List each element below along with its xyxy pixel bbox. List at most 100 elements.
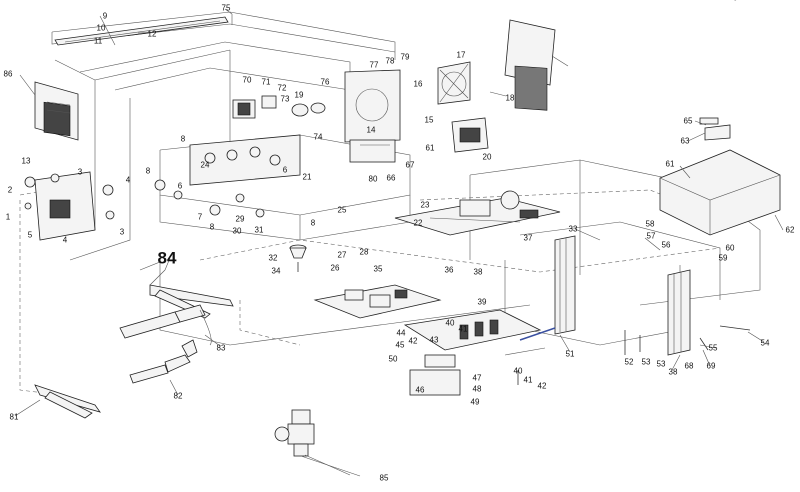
callout-label: 67 bbox=[406, 161, 415, 170]
top-rail bbox=[54, 16, 229, 46]
callout-label: 13 bbox=[22, 157, 31, 166]
callout-label: 75 bbox=[222, 4, 231, 13]
leader-lines bbox=[14, 8, 784, 476]
electrode-holder bbox=[119, 304, 212, 346]
callout-label: 24 bbox=[201, 161, 210, 170]
callout-label: 5 bbox=[28, 231, 33, 240]
callout-label: 81 bbox=[10, 413, 19, 422]
callout-label: 46 bbox=[416, 386, 425, 395]
callout-label: 30 bbox=[233, 227, 242, 236]
callout-label: 38 bbox=[669, 368, 678, 377]
callout-label: 42 bbox=[538, 382, 547, 391]
callout-label: 66 bbox=[387, 174, 396, 183]
right-end-panel bbox=[504, 19, 556, 111]
callout-label: 4 bbox=[63, 236, 68, 245]
cooling-fan bbox=[437, 61, 471, 105]
callout-label: 69 bbox=[707, 362, 716, 371]
callout-label: 62 bbox=[786, 226, 795, 235]
callout-label: 32 bbox=[269, 254, 278, 263]
callout-label: 63 bbox=[681, 137, 690, 146]
callout-label: 47 bbox=[473, 374, 482, 383]
callout-label: 44 bbox=[397, 329, 406, 338]
callout-label: 40 bbox=[514, 367, 523, 376]
chassis-frame bbox=[19, 11, 761, 396]
callout-label: 61 bbox=[666, 160, 675, 169]
callout-label: 28 bbox=[360, 248, 369, 257]
callout-label: 49 bbox=[471, 398, 480, 407]
callout-label: 6 bbox=[178, 182, 183, 191]
callout-label: 23 bbox=[421, 201, 430, 210]
callout-label: 26 bbox=[331, 264, 340, 273]
callout-label: 21 bbox=[303, 173, 312, 182]
callout-label: 19 bbox=[295, 91, 304, 100]
callout-label: 71 bbox=[262, 78, 271, 87]
callout-label: 35 bbox=[374, 265, 383, 274]
callout-label: 16 bbox=[414, 80, 423, 89]
callout-label: 1 bbox=[6, 213, 11, 222]
heatsink-left bbox=[554, 235, 576, 335]
callout-label: 72 bbox=[278, 84, 287, 93]
tig-torch bbox=[129, 339, 198, 384]
callout-label: 33 bbox=[569, 225, 578, 234]
callout-label: 14 bbox=[367, 126, 376, 135]
callout-label: 58 bbox=[646, 220, 655, 229]
callout-label: 56 bbox=[662, 241, 671, 250]
callout-label: 31 bbox=[255, 226, 264, 235]
callout-label: 7 bbox=[198, 213, 203, 222]
callout-label: 84 bbox=[158, 249, 177, 268]
heatsink-right bbox=[667, 269, 691, 356]
control-bracket bbox=[154, 134, 301, 218]
callout-label: 27 bbox=[338, 251, 347, 260]
igbt-pcb bbox=[403, 309, 546, 368]
callout-label: 8 bbox=[210, 223, 215, 232]
callout-label: 20 bbox=[483, 153, 492, 162]
knob bbox=[289, 244, 307, 272]
callout-label: 8 bbox=[146, 167, 151, 176]
callout-label: 25 bbox=[338, 206, 347, 215]
callout-label: 9 bbox=[103, 12, 108, 21]
callout-label: 52 bbox=[625, 358, 634, 367]
callout-label: 70 bbox=[243, 76, 252, 85]
callout-label: 65 bbox=[684, 117, 693, 126]
work-clamp bbox=[34, 384, 101, 419]
callout-label: 34 bbox=[272, 267, 281, 276]
callout-label: 6 bbox=[283, 166, 288, 175]
callout-label: 61 bbox=[426, 144, 435, 153]
inductor bbox=[451, 117, 489, 153]
callout-label: 60 bbox=[726, 244, 735, 253]
callout-label: 83 bbox=[217, 344, 226, 353]
center-heatsink bbox=[344, 69, 401, 163]
callout-label: 57 bbox=[647, 232, 656, 241]
callout-label: 2 bbox=[8, 186, 13, 195]
callout-label: 51 bbox=[566, 350, 575, 359]
callout-label: 68 bbox=[685, 362, 694, 371]
callout-label: 41 bbox=[524, 376, 533, 385]
callout-label: 4 bbox=[126, 176, 131, 185]
callout-label: 48 bbox=[473, 385, 482, 394]
callout-label: 55 bbox=[709, 344, 718, 353]
callout-label: 8 bbox=[181, 135, 186, 144]
callout-label: 77 bbox=[370, 61, 379, 70]
callout-label: 73 bbox=[281, 95, 290, 104]
callout-label: 80 bbox=[369, 175, 378, 184]
callout-label: 45 bbox=[396, 341, 405, 350]
callout-label: 82 bbox=[174, 392, 183, 401]
callout-label: 42 bbox=[409, 337, 418, 346]
callout-label: 86 bbox=[4, 70, 13, 79]
callout-label: 18 bbox=[506, 94, 515, 103]
callout-label: 59 bbox=[719, 254, 728, 263]
screws bbox=[517, 325, 751, 385]
side-cover bbox=[659, 0, 781, 236]
callout-label: 29 bbox=[236, 215, 245, 224]
callout-label: 22 bbox=[414, 219, 423, 228]
left-end-panel bbox=[34, 81, 79, 141]
callout-label: 38 bbox=[474, 268, 483, 277]
upper-pcb bbox=[394, 190, 561, 236]
callout-label: 74 bbox=[314, 133, 323, 142]
main-pcb bbox=[313, 284, 442, 319]
callout-label: 50 bbox=[389, 355, 398, 364]
callout-label: 76 bbox=[321, 78, 330, 87]
